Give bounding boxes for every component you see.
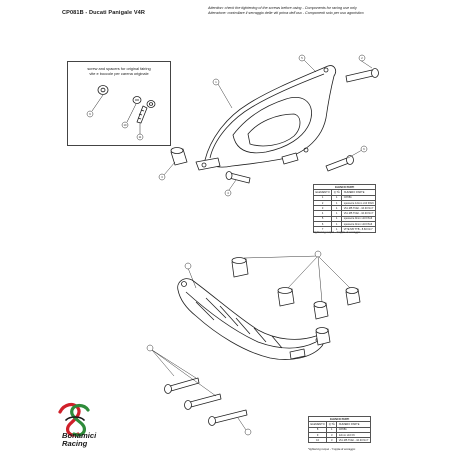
bottom-screw-long-right: [208, 409, 248, 426]
inset-title: screw and spacers for original fairing v…: [68, 66, 170, 76]
bottom-leader-lines: [151, 255, 351, 431]
cell-element: 7: [312, 226, 333, 233]
bottom-table-torque-note: *tightening torque - *coppia di serraggi…: [308, 448, 356, 451]
cell-part: VIA.M5 TCEI - 10.30 Nm*: [336, 437, 372, 444]
logo-text-line2: Racing: [62, 439, 88, 448]
bottom-spacer-right: [345, 287, 361, 306]
cell-element: 10: [307, 437, 328, 444]
inset-screw-head: [132, 96, 142, 104]
top-cover-guard-part: [195, 65, 336, 171]
bottom-cover-guard-part: [177, 278, 324, 360]
warning-english: Attention: check the tightening of the s…: [208, 6, 357, 10]
top-callout-3: 3: [161, 175, 163, 179]
bottom-spacer-middle: [277, 287, 295, 307]
warning-notes: Attention: check the tightening of the s…: [208, 6, 364, 16]
inset-spacer-sleeve: [146, 100, 156, 108]
bonamici-racing-logo-text: Bonamici Racing: [62, 432, 96, 448]
top-screw-lower-right: [325, 155, 354, 172]
bottom-screw-long-middle: [184, 393, 222, 410]
bottom-screw-long-left: [164, 377, 200, 394]
bottom-spacer-top: [231, 257, 249, 278]
bonamici-logo-mark: [58, 402, 90, 437]
bottom-parts-table: ELENCO PARTI ELEMENTO Q.TÀ NUMERO PARTE …: [307, 415, 372, 444]
top-spacer-left: [170, 147, 188, 166]
cell-part: VITE M5 TTB - 8.60 Nm*: [341, 226, 377, 233]
logo-text-line1: Bonamici: [62, 431, 97, 440]
product-code-title: CP081B - Ducati Panigale V4R: [62, 10, 146, 16]
inset-callout-10: 10: [124, 123, 127, 127]
inset-screw: [136, 105, 148, 124]
bottom-spacer-right-upper: [313, 301, 329, 320]
top-leader-lines: [163, 59, 373, 191]
top-table-torque-note: *tightening torque - *coppia di serraggi…: [313, 231, 361, 234]
inset-callout-9: 9: [89, 112, 91, 116]
callout-numbers: 9 10 11 1 2 3 4 5 6: [89, 56, 365, 195]
top-callout-1: 1: [215, 80, 217, 84]
top-screw-lower-left: [225, 171, 251, 184]
warning-italian: Attenzione: controllare il serraggio del…: [208, 11, 364, 15]
top-callout-2: 2: [361, 56, 363, 60]
inset-title-english: screw and spacers for original fairing: [87, 66, 151, 71]
cell-qty: 1: [331, 226, 343, 233]
top-callout-4: 4: [227, 191, 229, 195]
callout-circles: [86, 54, 368, 436]
inset-spacer-washer: [97, 85, 109, 95]
top-screw-upper: [345, 68, 379, 83]
top-callout-5: 5: [301, 56, 303, 60]
top-parts-table: ELENCO PARTI ELEMENTO Q.TÀ NUMERO PARTE …: [312, 183, 377, 233]
bottom-spacer-lower: [315, 327, 331, 346]
inset-title-italian: vite e boccole per carena originale: [89, 71, 149, 76]
inset-callout-11: 11: [139, 135, 142, 139]
top-callout-6: 6: [363, 147, 365, 151]
cell-qty: 3: [326, 437, 338, 444]
